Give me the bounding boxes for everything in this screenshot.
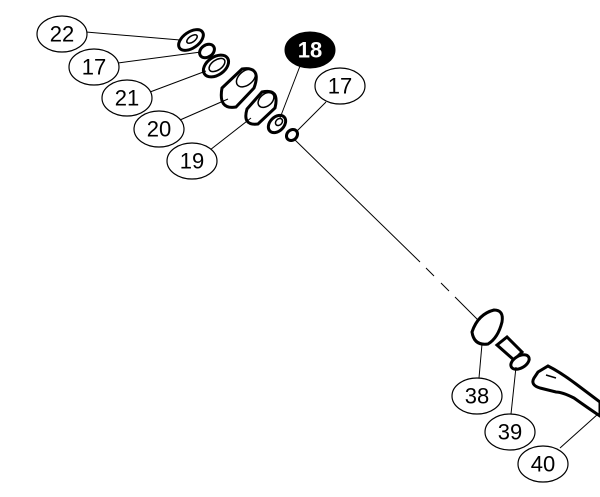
shaft-line — [292, 137, 479, 321]
part-17-washer — [198, 42, 216, 60]
callout-label: 38 — [465, 384, 489, 409]
leader-lines — [85, 31, 599, 449]
callout-label: 22 — [50, 22, 74, 47]
callout-label: 40 — [531, 452, 555, 477]
callout-label: 17 — [328, 74, 352, 99]
callout-label: 18 — [298, 38, 322, 63]
callout-20: 20 — [133, 110, 185, 148]
callout-label: 20 — [147, 117, 171, 142]
callout-label: 19 — [180, 149, 204, 174]
part-38-knob — [470, 308, 504, 346]
part-20-bearing — [219, 67, 258, 109]
callout-17: 17 — [68, 48, 120, 86]
callout-38: 38 — [451, 377, 503, 415]
callout-22: 22 — [36, 15, 88, 53]
callout-40: 40 — [517, 445, 569, 483]
callout-39: 39 — [484, 413, 536, 451]
part-17-washer-2 — [284, 127, 300, 143]
part-18-bushing — [266, 113, 288, 135]
callout-label: 17 — [82, 55, 106, 80]
callout-19: 19 — [166, 142, 218, 180]
part-22-cap — [177, 28, 205, 52]
callout-17-second: 17 — [314, 67, 366, 105]
callout-18-highlighted: 18 — [284, 31, 336, 69]
part-21-ring — [201, 53, 231, 79]
callout-label: 39 — [498, 420, 522, 445]
callout-label: 21 — [115, 86, 139, 111]
callout-21: 21 — [101, 79, 153, 117]
part-39-pin — [494, 334, 531, 371]
part-40-handle-arm — [531, 364, 600, 418]
part-19-collar — [244, 89, 278, 126]
